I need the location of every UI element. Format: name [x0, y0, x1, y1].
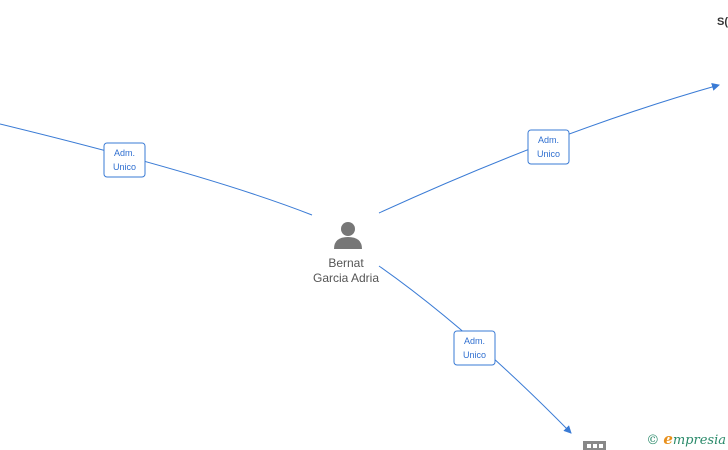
edge-label-line1: Adm.: [538, 135, 559, 145]
edge-label-line1: Adm.: [464, 336, 485, 346]
person-name-line1: Bernat: [328, 256, 364, 270]
edge-label-top-right[interactable]: Adm. Unico: [527, 129, 570, 165]
edge-label-line1: Adm.: [114, 148, 135, 158]
brand-initial: e: [663, 430, 673, 448]
brand-rest: mpresia: [672, 433, 726, 448]
edge-label-line2: Unico: [113, 162, 136, 172]
person-name[interactable]: Bernat Garcia Adria: [296, 256, 396, 286]
edge-label-left[interactable]: Adm. Unico: [103, 142, 146, 178]
edge-label-bottom[interactable]: Adm. Unico: [453, 330, 496, 366]
person-icon[interactable]: [334, 222, 362, 249]
edge-label-line2: Unico: [537, 149, 560, 159]
edge-label-line2: Unico: [463, 350, 486, 360]
copyright-symbol: ©: [646, 433, 660, 448]
edge-left: [0, 123, 313, 216]
company-icon[interactable]: [583, 441, 606, 450]
empresia-watermark: ©empresia: [646, 430, 726, 448]
person-name-line2: Garcia Adria: [312, 271, 380, 285]
company-name-truncated[interactable]: S(: [717, 16, 728, 28]
